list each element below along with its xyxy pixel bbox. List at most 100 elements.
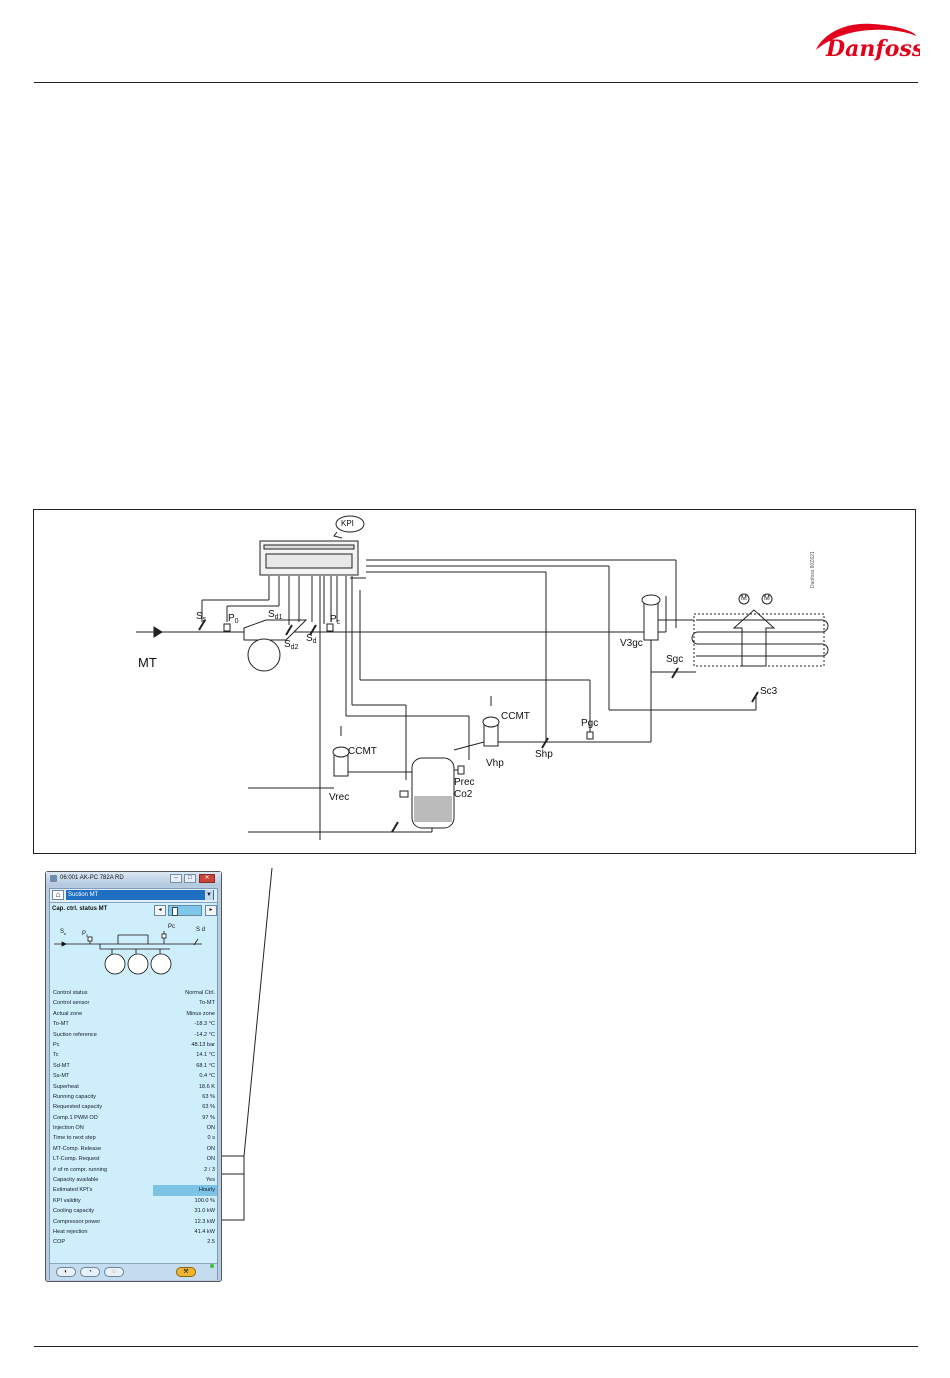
row-label: Capacity available	[53, 1177, 99, 1184]
table-row: Capacity available Yes	[52, 1175, 218, 1185]
fan-motor-2-label: M	[764, 595, 770, 602]
view-select-value: Suction MT	[68, 892, 99, 898]
sd2-sensor-label: Sd2	[284, 639, 299, 652]
row-label: Comp.1 PWM OD	[53, 1114, 98, 1121]
wrench-icon[interactable]: ⚒	[176, 1267, 196, 1277]
window-content: ⌂ Suction MT ▼ Cap. ctrl. status MT ◂ ▸	[49, 888, 218, 1280]
ccmt-left-label: CCMT	[348, 746, 377, 757]
row-value: 97 %	[202, 1114, 215, 1121]
row-label: # of m compr. running	[53, 1166, 108, 1173]
row-label: Actual zone	[53, 1010, 83, 1017]
ss-sensor-label: Ss	[196, 611, 207, 624]
refrigeration-schematic	[136, 515, 829, 840]
row-value: 0 s	[207, 1135, 215, 1142]
v3gc-label: V3gc	[620, 638, 643, 649]
row-value: Yes	[205, 1177, 215, 1184]
row-label: Requested capacity	[53, 1104, 103, 1111]
sgc-label: Sgc	[666, 654, 684, 665]
fan-motor-1-label: M	[741, 595, 747, 602]
row-label: To-MT	[53, 1021, 69, 1028]
pgc-label: Pgc	[581, 718, 599, 729]
row-value: 12.3 kW	[194, 1218, 215, 1225]
minimize-button[interactable]: –	[170, 874, 182, 883]
row-value: Hourly	[153, 1185, 217, 1196]
bottom-toolbar: ◐ ◔ ◌ ⚒	[50, 1263, 217, 1280]
row-value: 0.4 °C	[199, 1073, 215, 1080]
kpi-label: KPI	[341, 519, 354, 528]
row-label: Time to next step	[53, 1135, 96, 1142]
row-value: To-MT	[199, 1000, 215, 1007]
previous-page-icon[interactable]: ◂	[154, 905, 166, 916]
maximize-button[interactable]: □	[184, 874, 196, 883]
row-value: ON	[206, 1156, 215, 1163]
page-indicator[interactable]	[168, 905, 202, 916]
row-value: 68.1 °C	[196, 1062, 215, 1069]
row-label: Control status	[53, 990, 88, 996]
system-diagram: KPI MT Ss P0 Sd1 Sd2 Sd Pc V3gc Sgc Sc3 …	[33, 509, 916, 854]
window-title: 06:001 AK-PC 782A RD	[60, 875, 124, 881]
row-label: Superheat	[53, 1083, 79, 1090]
row-value: 63 %	[202, 1104, 215, 1111]
kpi-cloud	[335, 515, 365, 533]
danfoss-logo: Danfoss	[816, 23, 920, 62]
row-label: Cooling capacity	[53, 1208, 95, 1215]
ccmt-top-label: CCMT	[501, 711, 530, 722]
vrec-label: Vrec	[329, 792, 350, 803]
alarm-icon[interactable]: ◔	[80, 1267, 100, 1277]
view-select[interactable]: Suction MT ▼	[66, 890, 214, 900]
row-label: Tc	[53, 1052, 59, 1059]
suction-mini-diagram	[54, 931, 202, 975]
row-label: Heat rejection	[53, 1228, 88, 1235]
row-label: Estimated KPI's	[53, 1187, 93, 1194]
pc-sensor-label: Pc	[330, 614, 341, 627]
row-label: Ss-MT	[53, 1073, 70, 1080]
prec-label: Prec	[454, 777, 475, 788]
home-icon[interactable]: ⌂	[52, 890, 64, 900]
app-icon	[50, 875, 57, 882]
table-row: Cooling capacity 31.0 kW	[52, 1206, 218, 1216]
table-row: Ss-MT 0.4 °C	[52, 1071, 218, 1081]
row-value: 31.0 kW	[194, 1208, 215, 1215]
row-value: 14.1 °C	[196, 1052, 215, 1059]
table-row: Requested capacity 63 %	[52, 1102, 218, 1112]
pager: ◂ ▸	[154, 905, 217, 916]
sc3-label: Sc3	[760, 686, 778, 697]
navigation-bar: ⌂ Suction MT ▼	[50, 889, 217, 903]
row-value: 2.5	[207, 1239, 215, 1246]
mini-ss-label: Ss	[60, 929, 67, 937]
settings-icon[interactable]: ◌	[104, 1267, 124, 1277]
table-row: Suction reference-14.2 °C	[52, 1030, 218, 1040]
row-label: KPI validity	[53, 1197, 81, 1204]
row-label: Sd-MT	[53, 1062, 70, 1069]
close-button[interactable]: ✕	[199, 874, 215, 883]
mini-pc-label: Pc	[168, 924, 176, 930]
row-value: ON	[206, 1125, 215, 1132]
table-row: MT-Comp. Release ON	[52, 1144, 218, 1154]
callout-line	[222, 867, 273, 1221]
ref-code: Danfoss 80Z621	[810, 551, 816, 588]
row-label: MT-Comp. Release	[53, 1145, 102, 1152]
row-value: 48.13 bar	[191, 1041, 215, 1048]
status-subtitle: Cap. ctrl. status MT	[52, 906, 108, 912]
co2-label: Co2	[454, 789, 473, 800]
chevron-down-icon[interactable]: ▼	[205, 890, 213, 900]
next-page-icon[interactable]: ▸	[205, 905, 217, 916]
table-row: Estimated KPI's Hourly	[52, 1185, 218, 1196]
row-value: 100.0 %	[194, 1197, 215, 1204]
vhp-label: Vhp	[486, 758, 504, 769]
row-value: -18.3 °C	[194, 1021, 215, 1028]
table-row: Sd-MT 68.1 °C	[52, 1061, 218, 1071]
table-row: Time to next step 0 s	[52, 1133, 218, 1143]
window-titlebar: 06:001 AK-PC 782A RD – □ ✕	[46, 872, 221, 886]
overview-icon[interactable]: ◐	[56, 1267, 76, 1277]
shp-label: Shp	[535, 749, 553, 760]
row-value: -14.2 °C	[194, 1031, 215, 1038]
row-value: ON	[206, 1145, 215, 1152]
